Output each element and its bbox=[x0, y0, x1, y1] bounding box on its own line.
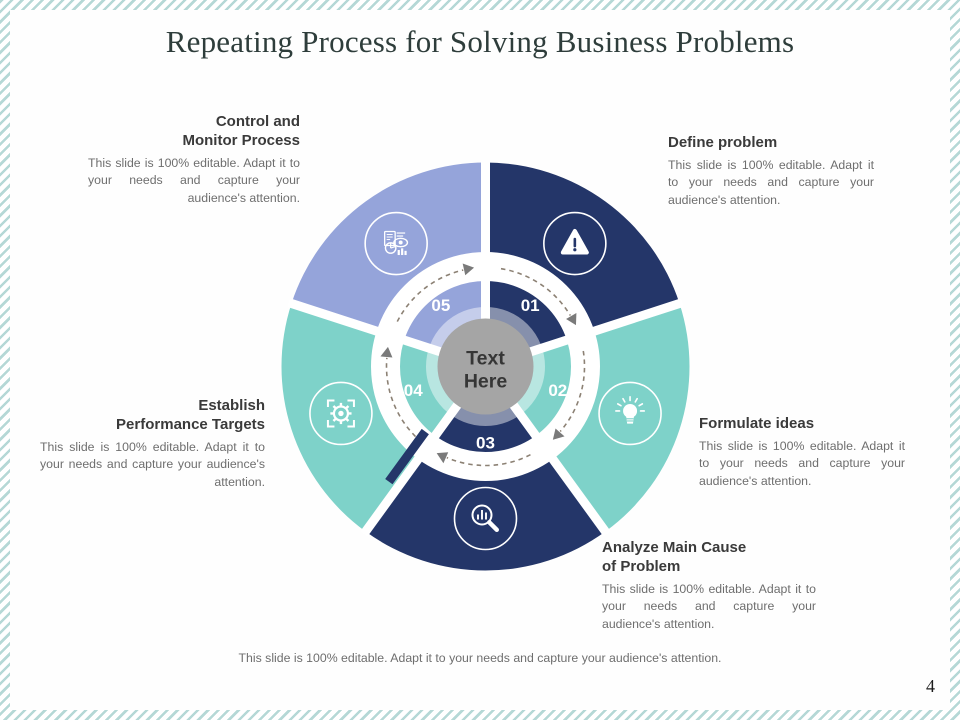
segment-divider bbox=[287, 298, 446, 358]
monitor-analytics-icon-ring bbox=[364, 211, 428, 276]
segment-divider bbox=[507, 398, 611, 537]
segment-description: This slide is 100% editable. Adapt it to… bbox=[602, 582, 816, 631]
warning-icon-ring bbox=[543, 211, 607, 276]
flow-arrowhead-01 bbox=[566, 312, 577, 326]
flow-arrowhead-04 bbox=[380, 346, 393, 358]
center-label: Here bbox=[464, 371, 508, 393]
label-define-problem: Define problem This slide is 100% editab… bbox=[668, 133, 874, 209]
segment-description: This slide is 100% editable. Adapt it to… bbox=[40, 440, 265, 489]
flow-arrowhead-02 bbox=[552, 428, 565, 440]
wedge-04 bbox=[281, 303, 459, 532]
target-gear-icon bbox=[309, 381, 373, 446]
wedge-05 bbox=[291, 162, 486, 353]
label-formulate-ideas: Formulate ideas This slide is 100% edita… bbox=[699, 414, 905, 490]
warning-icon bbox=[543, 211, 607, 276]
segment-divider bbox=[360, 398, 464, 537]
label-establish-performance-targets: Establish Performance Targets This slide… bbox=[40, 396, 265, 491]
label-control-monitor-process: Control and Monitor Process This slide i… bbox=[88, 112, 300, 207]
magnifier-chart-icon-ring bbox=[453, 486, 518, 551]
segment-heading: Define problem bbox=[668, 134, 778, 151]
segment-number-04: 04 bbox=[404, 381, 423, 400]
segment-description: This slide is 100% editable. Adapt it to… bbox=[88, 156, 300, 205]
segment-heading: Performance Targets bbox=[116, 416, 265, 433]
segment-number-02: 02 bbox=[548, 381, 567, 400]
flow-arc-02 bbox=[559, 350, 586, 432]
segment-description: This slide is 100% editable. Adapt it to… bbox=[668, 158, 874, 207]
segment-heading: Analyze Main Cause bbox=[602, 539, 747, 556]
flow-arc-03 bbox=[446, 453, 531, 467]
monitor-analytics-icon bbox=[364, 211, 428, 276]
segment-heading: Control and bbox=[215, 113, 300, 130]
segment-heading: Formulate ideas bbox=[699, 415, 815, 432]
segment-description: This slide is 100% editable. Adapt it to… bbox=[699, 439, 905, 488]
segment-number-05: 05 bbox=[431, 296, 450, 315]
flow-arc-05 bbox=[396, 269, 464, 322]
flow-arc-04 bbox=[385, 357, 417, 438]
wedge-02 bbox=[512, 303, 690, 532]
lightbulb-icon bbox=[598, 381, 662, 446]
flow-arc-01 bbox=[500, 267, 572, 316]
segment-03-fold bbox=[385, 428, 429, 485]
lightbulb-icon-ring bbox=[598, 381, 662, 446]
target-gear-icon-ring bbox=[309, 381, 373, 446]
flow-arrowhead-03 bbox=[436, 452, 449, 464]
segment-heading: Monitor Process bbox=[182, 132, 300, 149]
segment-divider bbox=[525, 298, 684, 358]
label-analyze-main-cause: Analyze Main Cause of Problem This slide… bbox=[602, 538, 816, 633]
wedge-01 bbox=[485, 162, 680, 353]
segment-heading: Establish bbox=[198, 397, 265, 414]
page-title: Repeating Process for Solving Business P… bbox=[165, 24, 795, 59]
page-number: 4 bbox=[926, 676, 935, 696]
footer-note: This slide is 100% editable. Adapt it to… bbox=[238, 651, 722, 665]
center-circle bbox=[437, 318, 534, 415]
center-label: Text bbox=[466, 348, 505, 370]
segment-heading: of Problem bbox=[602, 558, 681, 575]
flow-arrowhead-05 bbox=[462, 263, 475, 276]
segment-number-03: 03 bbox=[476, 433, 495, 452]
magnifier-chart-icon bbox=[453, 486, 518, 551]
inner-ring bbox=[371, 252, 600, 481]
segment-number-01: 01 bbox=[521, 296, 540, 315]
